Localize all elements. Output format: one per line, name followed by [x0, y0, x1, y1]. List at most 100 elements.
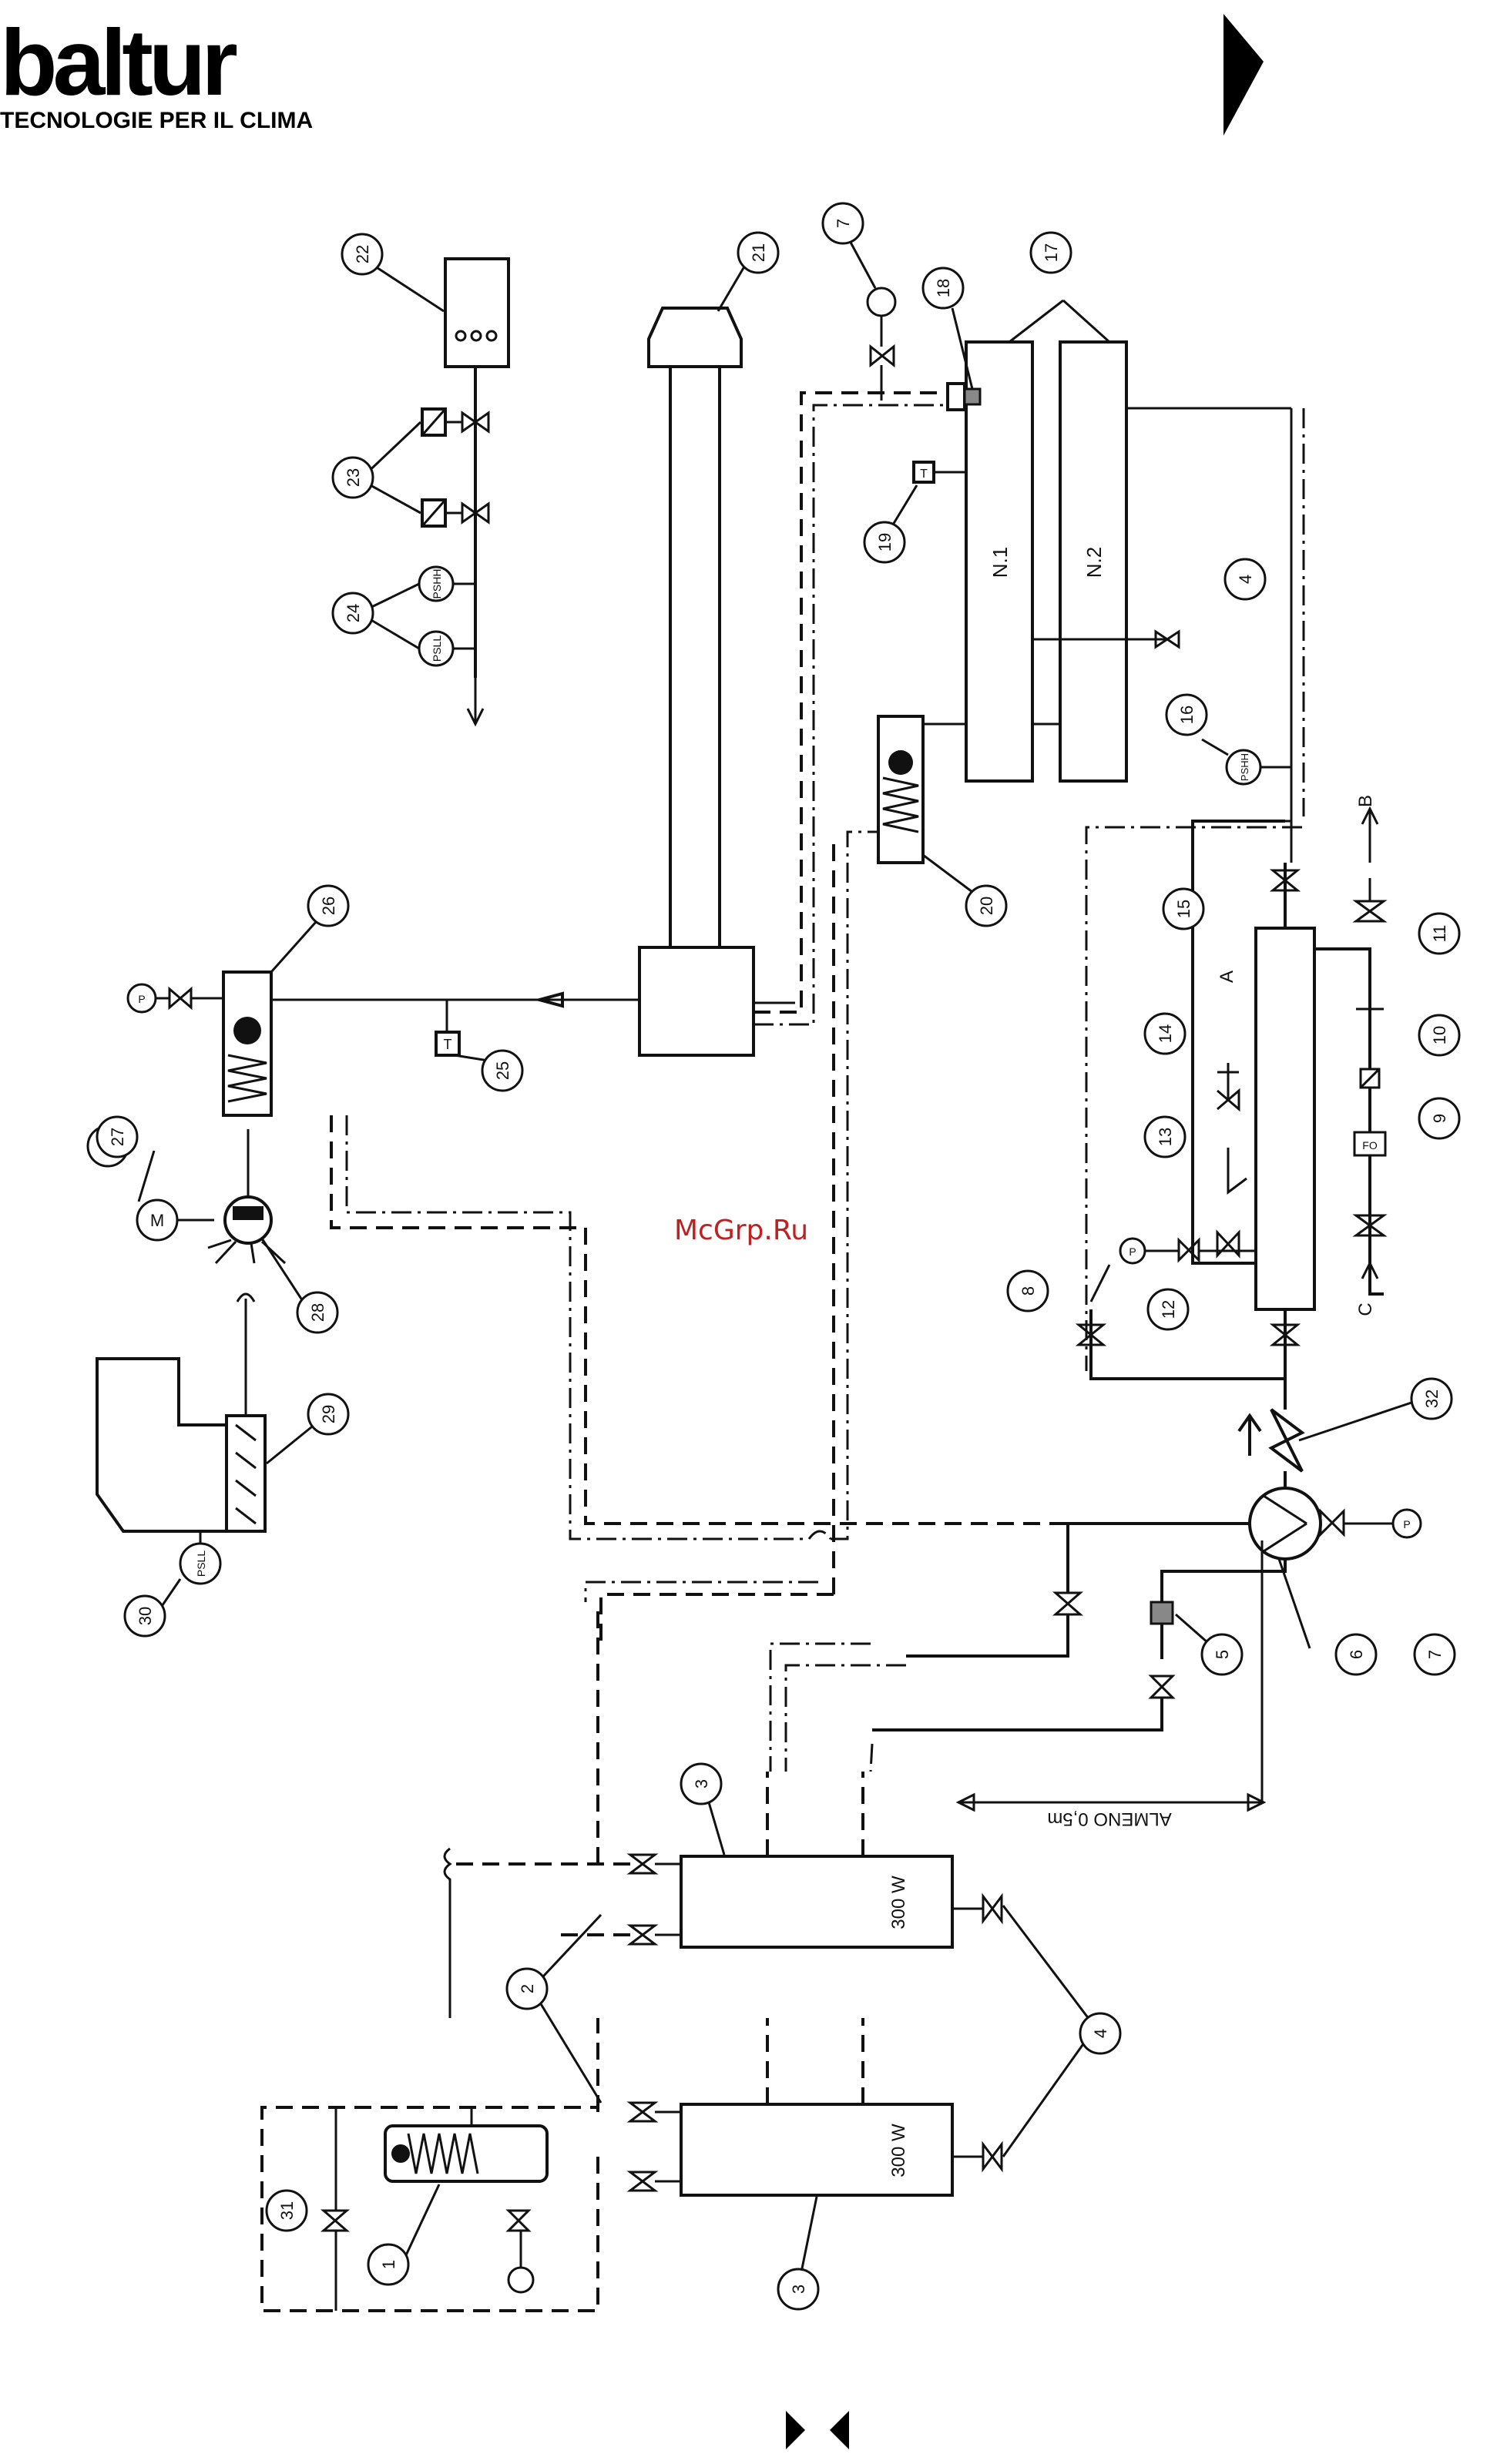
svg-text:FO: FO	[1362, 1139, 1378, 1152]
check-valve-32	[1271, 1410, 1302, 1471]
svg-text:17: 17	[1042, 243, 1061, 262]
balloon-25: 25	[482, 1051, 522, 1091]
svg-text:15: 15	[1174, 900, 1193, 918]
svg-text:4: 4	[1091, 2029, 1110, 2038]
balloon-3a: 3	[681, 1764, 721, 1804]
balloon-19: 19	[864, 522, 905, 562]
svg-text:19: 19	[875, 533, 895, 551]
relief-valve-20	[878, 716, 978, 897]
balloon-30: 30	[125, 1596, 165, 1636]
balloon-21: 21	[738, 233, 778, 273]
svg-text:A: A	[1217, 971, 1237, 983]
balloon-1: 1	[368, 2244, 408, 2285]
svg-text:18: 18	[934, 279, 953, 297]
svg-text:3: 3	[789, 2285, 808, 2294]
svg-text:7: 7	[834, 219, 853, 228]
svg-text:30: 30	[136, 1607, 155, 1625]
svg-text:8: 8	[1019, 1286, 1038, 1296]
svg-text:PSLL: PSLL	[195, 1550, 207, 1577]
svg-text:12: 12	[1159, 1300, 1178, 1319]
balloon-10: 10	[1419, 1015, 1459, 1055]
heater-upper	[681, 1856, 952, 1947]
balloon-9: 9	[1419, 1098, 1459, 1138]
heat-exchanger-15	[1256, 928, 1314, 1309]
balloon-4b: 4	[1080, 2013, 1120, 2053]
svg-text:29: 29	[319, 1405, 338, 1423]
svg-text:31: 31	[277, 2201, 297, 2220]
svg-text:PSHH: PSHH	[1239, 753, 1250, 781]
balloon-17: 17	[1031, 233, 1071, 273]
svg-text:28: 28	[308, 1303, 327, 1322]
svg-text:3: 3	[692, 1779, 711, 1788]
balloon-26: 26	[308, 886, 348, 926]
svg-text:4: 4	[1236, 575, 1255, 584]
balloon-32: 32	[1411, 1379, 1452, 1419]
relief-valve-1	[262, 2107, 598, 2311]
balloon-20: 20	[966, 886, 1006, 926]
balloon-24: 24	[333, 593, 373, 633]
svg-text:N.1: N.1	[988, 547, 1012, 578]
gas-train: PSHH PSLL	[362, 259, 509, 724]
svg-text:9: 9	[1430, 1114, 1449, 1123]
balloon-7a: 7	[823, 203, 863, 243]
burner-control-box-22	[445, 259, 509, 367]
svg-text:7: 7	[1425, 1650, 1445, 1659]
svg-text:23: 23	[344, 468, 363, 487]
balloon-23: 23	[333, 458, 373, 498]
svg-text:T: T	[444, 1037, 452, 1052]
balloon-5: 5	[1202, 1634, 1242, 1675]
svg-text:P: P	[1403, 1518, 1410, 1530]
svg-text:22: 22	[353, 245, 372, 263]
balloon-12: 12	[1148, 1289, 1188, 1329]
svg-text:13: 13	[1156, 1128, 1175, 1146]
balloon-13: 13	[1145, 1117, 1185, 1157]
balloon-2: 2	[507, 1969, 547, 2009]
svg-text:14: 14	[1156, 1024, 1175, 1043]
svg-text:300 W: 300 W	[888, 1876, 909, 1929]
svg-text:16: 16	[1177, 706, 1197, 724]
balloon-28: 28	[297, 1292, 337, 1333]
interconnect-lines	[331, 393, 1304, 1772]
balloon-4a: 4	[1225, 559, 1265, 599]
svg-text:T: T	[920, 468, 928, 481]
boiler-header	[639, 947, 754, 1055]
next-page-arrow-icon	[1223, 14, 1264, 136]
svg-text:300 W: 300 W	[888, 2124, 909, 2177]
page-arrow-left-icon	[830, 2411, 849, 2449]
balloon-27: 27	[97, 1117, 137, 1157]
svg-text:M: M	[150, 1211, 164, 1230]
svg-text:B: B	[1355, 795, 1376, 807]
svg-text:25: 25	[493, 1061, 512, 1080]
svg-text:24: 24	[344, 604, 363, 622]
balloon-6: 6	[1336, 1634, 1376, 1675]
balloon-11: 11	[1419, 914, 1459, 954]
svg-text:10: 10	[1430, 1026, 1449, 1044]
svg-text:27: 27	[108, 1128, 127, 1146]
svg-text:2: 2	[518, 1984, 537, 1993]
svg-text:C: C	[1355, 1302, 1376, 1316]
svg-text:20: 20	[977, 897, 996, 915]
balloon-18: 18	[923, 268, 963, 308]
item-balloons: 1 2 3 3 4 4 4 5 6 7 7 7 7 8 9 10 11 12 1…	[88, 203, 1459, 2309]
circulation-pump-6	[1250, 1488, 1321, 1559]
svg-text:P: P	[138, 993, 145, 1005]
svg-text:P: P	[1129, 1245, 1136, 1258]
svg-text:21: 21	[749, 243, 768, 262]
svg-text:PSHH: PSHH	[431, 569, 443, 599]
balloon-22: 22	[342, 234, 382, 274]
svg-text:11: 11	[1430, 925, 1449, 943]
flue-stack	[639, 259, 795, 1055]
svg-text:1: 1	[379, 2260, 398, 2269]
heater-lower	[681, 2104, 952, 2195]
svg-text:ALMENO 0,5m: ALMENO 0,5m	[1047, 1809, 1171, 1829]
balloon-7c: 7	[1415, 1634, 1455, 1675]
balloon-16: 16	[1166, 695, 1207, 735]
svg-text:PSLL: PSLL	[431, 635, 443, 662]
balloon-8: 8	[1008, 1271, 1048, 1311]
balloon-3b: 3	[778, 2269, 818, 2309]
burner-group: T P M PSLL	[97, 915, 639, 1618]
svg-text:N.2: N.2	[1082, 547, 1106, 578]
balloon-15: 15	[1163, 889, 1203, 929]
